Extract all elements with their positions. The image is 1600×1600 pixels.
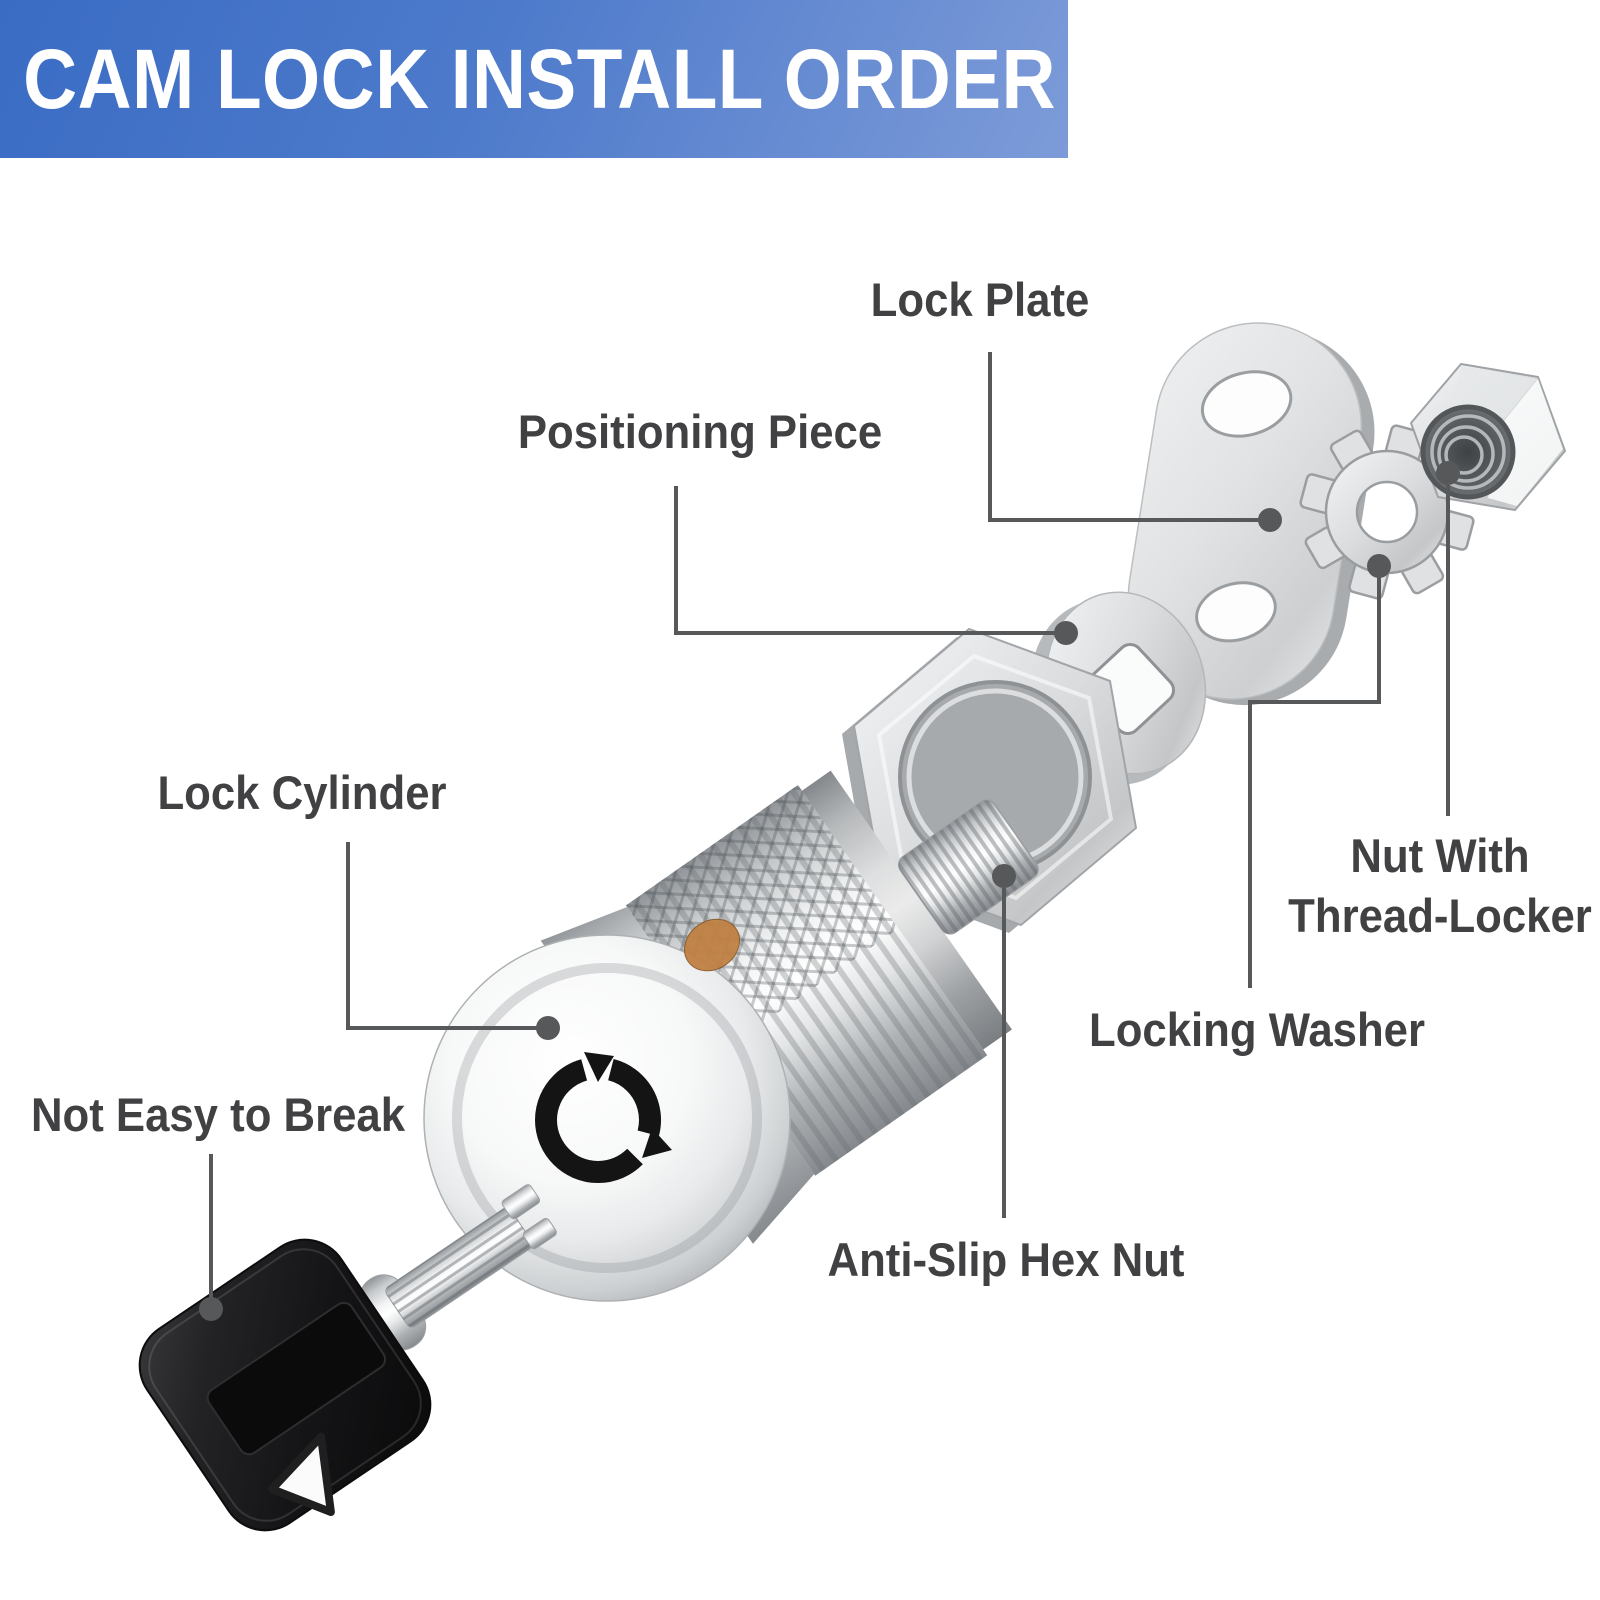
label-positioning-piece: Positioning Piece — [517, 405, 883, 458]
dot-anti-slip-hex-nut — [992, 864, 1016, 888]
label-lock-cylinder: Lock Cylinder — [157, 766, 447, 819]
lock-plate-image — [1127, 322, 1375, 706]
label-nut-with-thread-locker: Nut With Thread-Locker — [1288, 826, 1592, 946]
label-not-easy-to-break: Not Easy to Break — [30, 1088, 406, 1141]
label-lock-plate: Lock Plate — [870, 273, 1090, 326]
keyway-icon — [535, 1052, 672, 1183]
leader-lock-plate — [988, 352, 1259, 522]
dot-lock-cylinder — [536, 1016, 560, 1040]
leader-lock-cylinder — [346, 842, 538, 1030]
title-banner: CAM LOCK INSTALL ORDER — [0, 0, 1068, 158]
indicator-dot — [684, 918, 740, 972]
leader-positioning-piece — [674, 486, 1055, 635]
dot-locking-washer — [1367, 554, 1391, 578]
dot-positioning-piece — [1054, 621, 1078, 645]
dot-not-easy-to-break — [199, 1297, 223, 1321]
dot-nut — [1436, 461, 1460, 485]
leader-dots — [199, 461, 1460, 1321]
label-nut-line2: Thread-Locker — [1288, 889, 1592, 942]
dot-lock-plate — [1258, 508, 1282, 532]
label-nut-line1: Nut With — [1350, 829, 1530, 882]
leader-lines — [209, 352, 1450, 1298]
leader-locking-washer — [1248, 576, 1381, 988]
nut-image — [1410, 363, 1566, 511]
label-locking-washer: Locking Washer — [1089, 1003, 1425, 1056]
label-anti-slip-hex-nut: Anti-Slip Hex Nut — [827, 1233, 1185, 1286]
page-title: CAM LOCK INSTALL ORDER — [23, 32, 1056, 126]
